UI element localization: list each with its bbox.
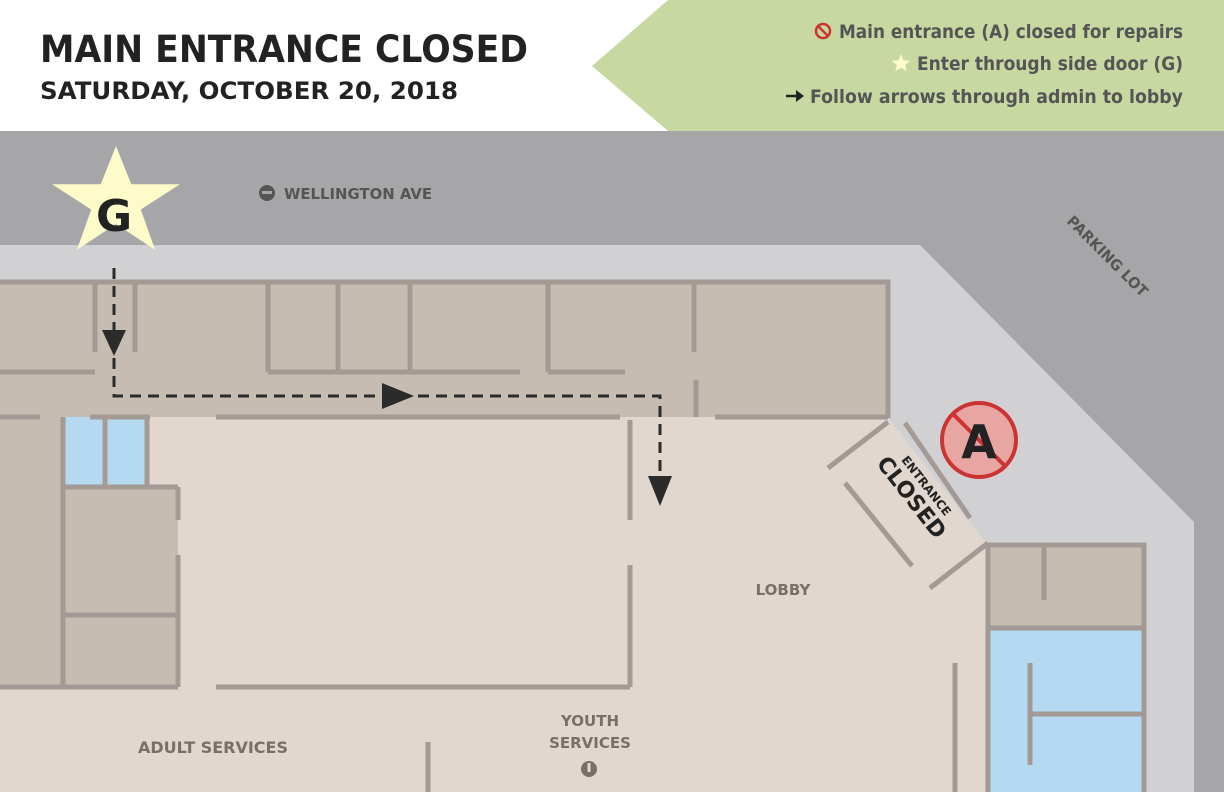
- legend-closed-text: Main entrance (A) closed for repairs: [839, 21, 1183, 43]
- street-name: WELLINGTON AVE: [284, 185, 432, 203]
- library-icon: [259, 185, 275, 201]
- no-entry-icon: [814, 22, 832, 40]
- info-icon: [581, 761, 597, 777]
- side-door-star-icon: [52, 146, 180, 250]
- arrow-right-icon: [786, 90, 804, 102]
- room-label-adult-services: ADULT SERVICES: [138, 738, 288, 757]
- left-room-2: [63, 615, 178, 687]
- closed-entrance-marker: [940, 401, 1018, 479]
- admin-wing: [0, 280, 888, 417]
- walls: [0, 279, 1147, 792]
- left-room-1: [63, 487, 178, 615]
- star-icon: [891, 54, 911, 72]
- arrow-down-2: [648, 476, 672, 506]
- restroom-right: [988, 628, 1144, 792]
- arrow-down-1: [102, 330, 126, 356]
- legend-panel: [592, 0, 1224, 131]
- marker-a: A: [961, 415, 997, 469]
- marker-g: G: [96, 191, 132, 242]
- page-date: SATURDAY, OCTOBER 20, 2018: [40, 77, 458, 105]
- room-label-youth-line1: YOUTH: [560, 712, 619, 730]
- route-path: [102, 268, 672, 506]
- right-room: [988, 545, 1144, 628]
- room-label-youth-line2: SERVICES: [549, 734, 631, 752]
- page-title: MAIN ENTRANCE CLOSED: [40, 28, 528, 71]
- arrow-right: [382, 383, 414, 409]
- legend-side-door-text: Enter through side door (G): [917, 53, 1183, 75]
- room-label-lobby: LOBBY: [756, 581, 812, 599]
- left-wing: [0, 417, 63, 687]
- legend-follow-text: Follow arrows through admin to lobby: [810, 86, 1184, 108]
